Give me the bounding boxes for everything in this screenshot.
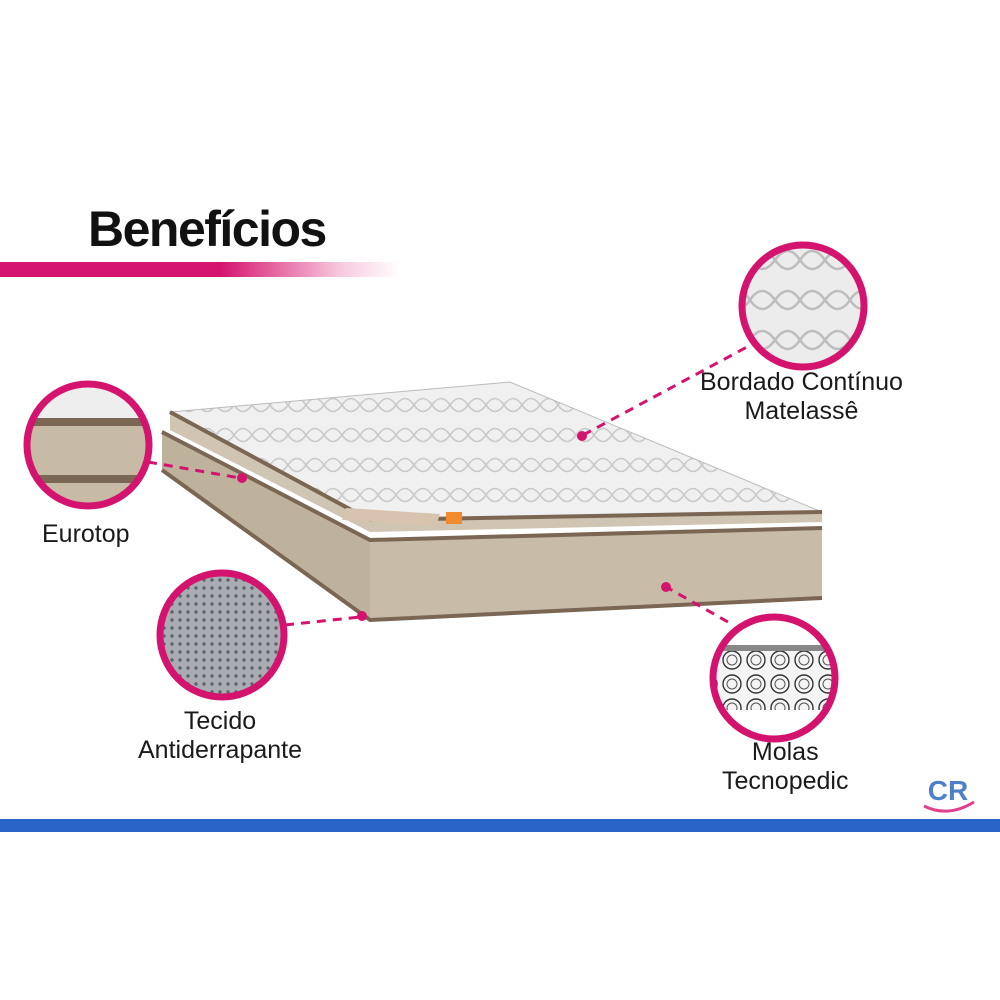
molas-zoom-circle [709, 613, 839, 743]
bordado-text-line2: Matelassê [744, 397, 859, 425]
bordado-zoom-circle [738, 241, 868, 371]
tecido-zoom-circle [156, 569, 288, 701]
molas-text-line2: Tecnopedic [722, 767, 849, 795]
title-underline-bar [0, 262, 400, 277]
mattress-base-front [162, 430, 370, 620]
footer-bar [0, 819, 1000, 832]
logo-text: CR [928, 775, 968, 806]
mattress [160, 381, 823, 623]
feature-label-tecido: Tecido Antiderrapante [138, 707, 302, 765]
bordado-text-line1: Bordado Contínuo [700, 368, 903, 396]
tecido-text-line2: Antiderrapante [138, 736, 303, 764]
mattress-label-tag [342, 508, 440, 526]
bottom-piping [160, 468, 823, 623]
connector-molas-dot [661, 582, 671, 592]
connector-tecido-dot [357, 611, 367, 621]
feature-label-eurotop: Eurotop [42, 520, 130, 549]
eurotop-text: Eurotop [42, 520, 130, 548]
eurotop-zoom-circle [23, 380, 153, 510]
connector-tecido [284, 615, 361, 627]
connector-bordado-dot [577, 431, 587, 441]
connector-bordado [584, 338, 761, 436]
feature-label-bordado: Bordado Contínuo Matelassê [700, 368, 903, 426]
connector-molas [667, 586, 729, 624]
middle-piping [161, 430, 823, 543]
mattress-badge [446, 512, 462, 524]
molas-text-line1: Molas [751, 738, 819, 766]
tecido-text-line1: Tecido [183, 707, 257, 735]
brand-logo: CR [923, 775, 975, 813]
connector-eurotop-dot [237, 473, 247, 483]
page-title: Benefícios [88, 201, 327, 257]
feature-label-molas: Molas Tecnopedic [722, 738, 848, 796]
